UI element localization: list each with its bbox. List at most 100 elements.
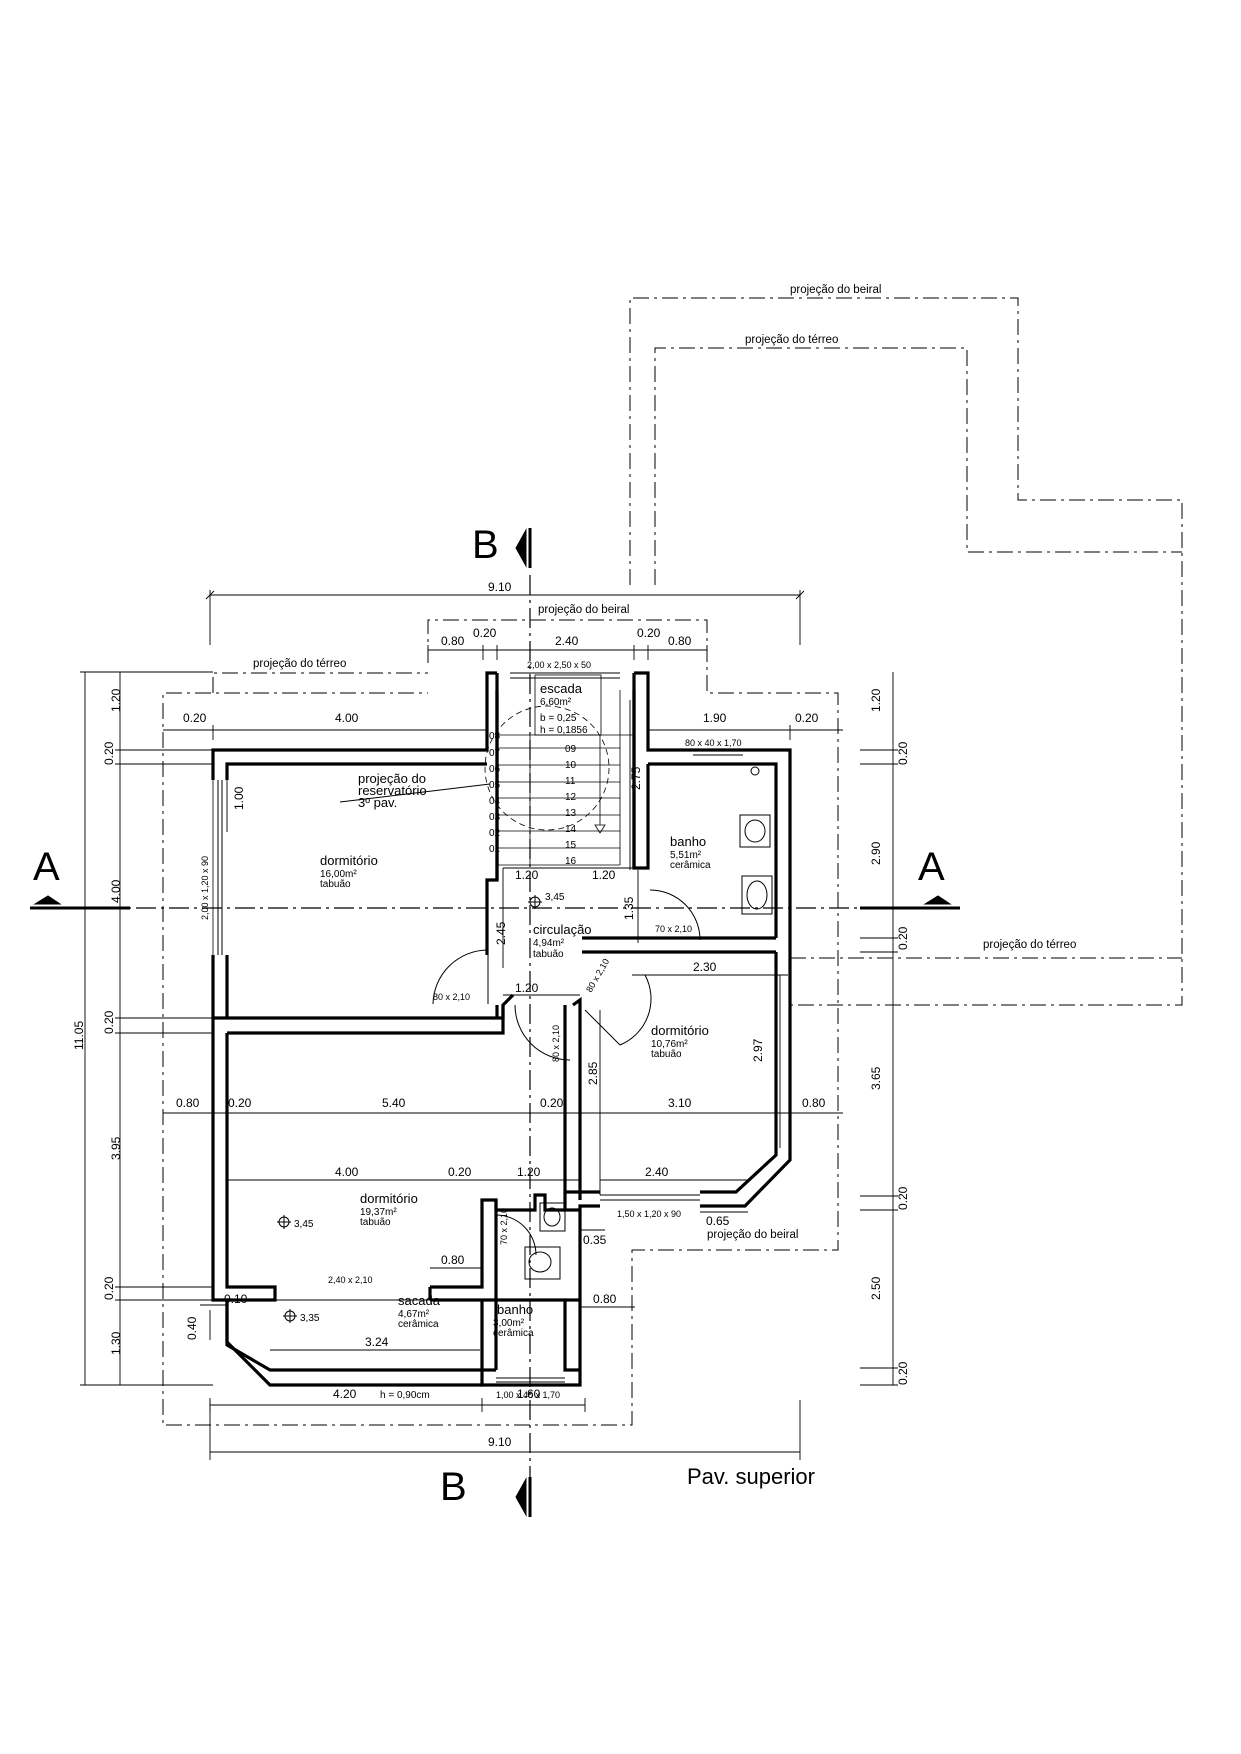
dim-text: 1.35 — [622, 896, 636, 920]
dim-text: 0.20 — [795, 711, 819, 725]
dim-text: 0.80 — [802, 1096, 826, 1110]
dim-text: 2.45 — [494, 921, 508, 945]
parapet-label: h = 0,90cm — [380, 1390, 430, 1401]
proj-beiral-label-1: projeção do beiral — [790, 284, 881, 296]
dim-text: 1.00 — [232, 786, 246, 810]
dim-text: 0.80 — [441, 634, 465, 648]
stair-num: 15 — [565, 840, 577, 851]
dim-text: 0.20 — [896, 926, 910, 950]
dorm3-name: dormitório — [360, 1191, 418, 1206]
plan-title: Pav. superior — [687, 1464, 815, 1489]
escada-b: b = 0,25 — [540, 713, 577, 724]
dim-text: 0.20 — [896, 741, 910, 765]
dim-text: 0.20 — [102, 741, 116, 765]
dim-text: 0.20 — [540, 1096, 564, 1110]
escada-name: escada — [540, 681, 583, 696]
circ-floor: tabuão — [533, 949, 564, 960]
proj-beiral-label-3: projeção do beiral — [707, 1229, 798, 1241]
level-2: 3,45 — [294, 1219, 314, 1230]
section-lines — [70, 575, 940, 1500]
dim-text: 9.10 — [488, 580, 512, 594]
dim-text: 2.97 — [751, 1038, 765, 1062]
opening-label: 80 x 2,10 — [433, 992, 470, 1002]
stair-num: 13 — [565, 808, 577, 819]
dim-text: 0.20 — [896, 1361, 910, 1385]
dim-text: 2.50 — [869, 1276, 883, 1300]
dorm3-floor: tabuão — [360, 1217, 391, 1228]
dim-text: 0.20 — [896, 1186, 910, 1210]
banho1-area: 5,51m² — [670, 850, 702, 861]
walls — [211, 671, 792, 1387]
dim-text: 0.20 — [102, 1010, 116, 1034]
section-b-top: B — [472, 523, 499, 567]
dim-text: 0.20 — [637, 626, 661, 640]
opening-label: 2,00 x 2,50 x 50 — [527, 660, 591, 670]
dim-text: 4.00 — [335, 1165, 359, 1179]
opening-label: 70 x 2,10 — [499, 1208, 509, 1245]
dim-text: 0.35 — [583, 1233, 607, 1247]
dim-text: 0.80 — [176, 1096, 200, 1110]
stair-num: 16 — [565, 856, 577, 867]
level-markers — [277, 783, 542, 1323]
stair-num: 01 — [489, 844, 501, 855]
sacada-floor: cerâmica — [398, 1319, 439, 1330]
opening-label: 1,00 x 40 x 1,70 — [496, 1390, 560, 1400]
section-markers — [30, 528, 960, 1517]
dim-text: 2.75 — [629, 766, 643, 790]
dorm1-area: 16,00m² — [320, 869, 357, 880]
escada-area: 6,60m² — [540, 697, 572, 708]
dim-text: 0.20 — [473, 626, 497, 640]
room-labels: escada 6,60m² b = 0,25 h = 0,1856 projeç… — [320, 681, 711, 1339]
dim-text: 1.20 — [869, 688, 883, 712]
projection-lines — [162, 297, 1183, 1426]
opening-label: 80 x 2,10 — [584, 957, 611, 994]
banho2-area: 3,00m² — [493, 1318, 525, 1329]
section-a-right: A — [918, 845, 945, 889]
level-1: 3,45 — [545, 892, 565, 903]
dim-text: 1.60 — [517, 1387, 541, 1401]
proj-terreo-label-1: projeção do térreo — [745, 334, 838, 346]
stair-num: 09 — [565, 744, 577, 755]
stair-num: 10 — [565, 760, 577, 771]
stair-num: 06 — [489, 764, 501, 775]
dim-text: 2.90 — [869, 841, 883, 865]
doors — [275, 889, 701, 1301]
stair-num: 14 — [565, 824, 577, 835]
dorm2-area: 10,76m² — [651, 1039, 688, 1050]
dim-text: 0.65 — [706, 1214, 730, 1228]
stair-num: 03 — [489, 812, 501, 823]
sacada-area: 4,67m² — [398, 1309, 430, 1320]
dim-text: 1.20 — [517, 1165, 541, 1179]
dim-text: 3.24 — [365, 1335, 389, 1349]
circ-name: circulação — [533, 922, 592, 937]
dim-text: 1.20 — [515, 981, 539, 995]
dorm1-name: dormitório — [320, 853, 378, 868]
dim-text: 0.10 — [224, 1292, 248, 1306]
stair-numbers: 08 07 06 05 04 03 02 01 09 10 11 12 13 1… — [489, 731, 577, 867]
dim-text: 0.20 — [102, 1276, 116, 1300]
proj-terreo-label-2: projeção do térreo — [253, 658, 346, 670]
dim-text: 3.65 — [869, 1066, 883, 1090]
dim-text: 0.20 — [228, 1096, 252, 1110]
dim-text: 0.80 — [668, 634, 692, 648]
level-3: 3,35 — [300, 1313, 320, 1324]
stair-num: 08 — [489, 731, 501, 742]
dim-text: 5.40 — [382, 1096, 406, 1110]
dim-text: 4.00 — [335, 711, 359, 725]
dim-text: 2.40 — [555, 634, 579, 648]
stair-num: 11 — [565, 776, 576, 787]
section-a-left: A — [33, 845, 60, 889]
stair-num: 02 — [489, 828, 501, 839]
dim-text: 0.20 — [448, 1165, 472, 1179]
dim-text: 0.20 — [183, 711, 207, 725]
dim-text: 1.90 — [703, 711, 727, 725]
escada-h: h = 0,1856 — [540, 725, 588, 736]
stair-num: 04 — [489, 796, 501, 807]
circ-area: 4,94m² — [533, 938, 565, 949]
dim-text: 0.40 — [185, 1316, 199, 1340]
proj-terreo-label-3: projeção do térreo — [983, 939, 1076, 951]
dim-text: 1.20 — [592, 868, 616, 882]
opening-label: 1,50 x 1,20 x 90 — [617, 1209, 681, 1219]
proj-beiral-label-2: projeção do beiral — [538, 604, 629, 616]
dim-text: 4.20 — [333, 1387, 357, 1401]
